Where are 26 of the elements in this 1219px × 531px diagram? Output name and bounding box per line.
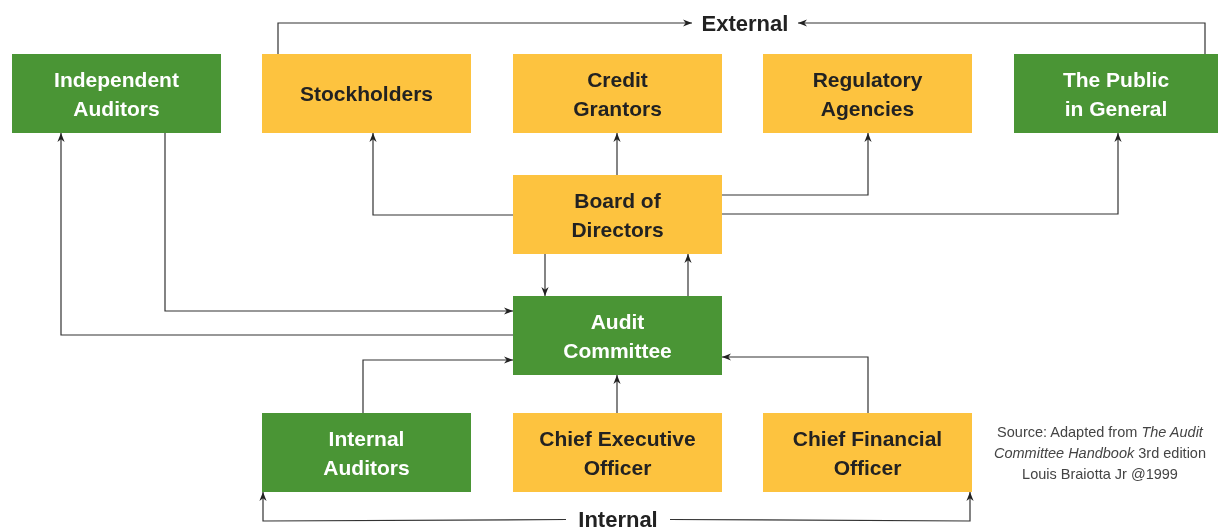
arrow xyxy=(259,491,567,522)
arrow xyxy=(669,491,974,522)
arrow xyxy=(613,132,621,176)
arrow xyxy=(721,132,1122,215)
org-box: Regulatory Agencies xyxy=(763,54,972,133)
arrow xyxy=(369,132,514,216)
org-box: Internal Auditors xyxy=(262,413,471,492)
arrow xyxy=(721,353,869,414)
arrow xyxy=(57,132,514,336)
arrow xyxy=(797,19,1206,55)
arrow xyxy=(721,132,872,196)
org-box: Audit Committee xyxy=(513,296,722,375)
arrow xyxy=(164,132,514,315)
arrow xyxy=(613,374,621,414)
arrow xyxy=(277,19,693,55)
arrow xyxy=(541,253,549,297)
org-box: Board of Directors xyxy=(513,175,722,254)
source-note: Source: Adapted from The Audit Committee Handbook 3rd edition Louis Braiotta Jr @1999 xyxy=(993,423,1207,484)
org-box: Chief Executive Officer xyxy=(513,413,722,492)
arrow xyxy=(684,253,692,297)
org-box: Credit Grantors xyxy=(513,54,722,133)
org-box: Independent Auditors xyxy=(12,54,221,133)
org-box: Chief Financial Officer xyxy=(763,413,972,492)
arrow xyxy=(362,356,514,414)
org-box: The Public in General xyxy=(1014,54,1218,133)
org-box: Stockholders xyxy=(262,54,471,133)
